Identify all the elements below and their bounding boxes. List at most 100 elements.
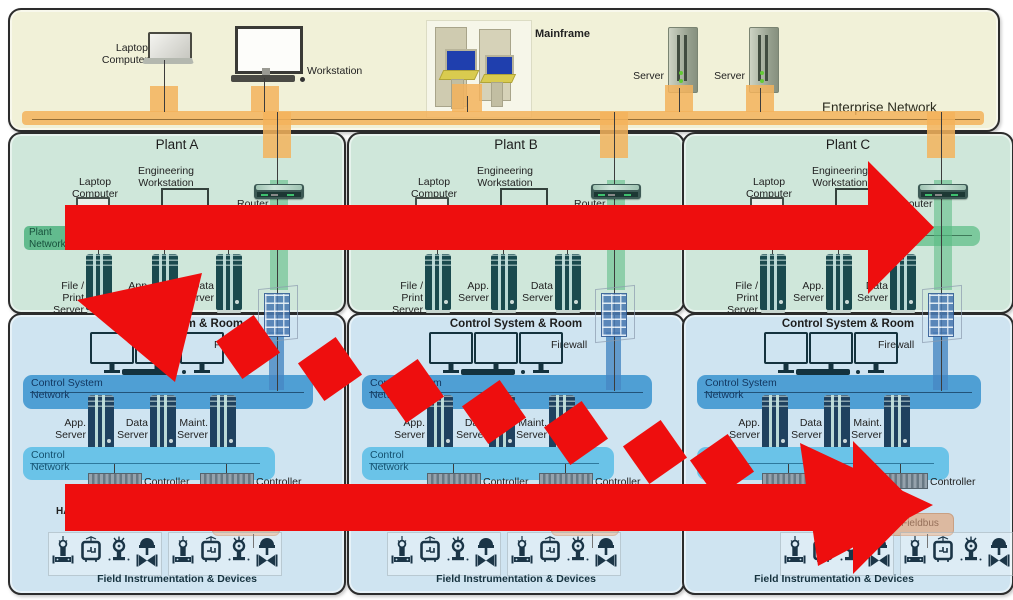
control-valve-icon — [255, 536, 279, 572]
plant-network-vertical-link — [934, 180, 952, 290]
keyboard-icon — [461, 369, 515, 375]
data-server-icon — [555, 254, 581, 310]
control-panel: Control System & Room Firewall Control S… — [682, 313, 1013, 595]
connector — [772, 246, 773, 254]
router-icon — [254, 184, 304, 199]
connector — [679, 88, 680, 112]
pressure-transmitter-icon — [510, 536, 534, 572]
connector — [838, 246, 839, 254]
field-device-group — [387, 532, 501, 576]
app-server-icon — [88, 395, 114, 449]
connector — [503, 246, 504, 254]
plant-title: Plant A — [155, 137, 199, 152]
hart-label: HART — [730, 506, 758, 517]
firewall-cs-link — [933, 332, 948, 390]
connector — [565, 464, 566, 473]
field-instrumentation-label: Field Instrumentation & Devices — [436, 573, 596, 585]
app-server-label: App.Server — [119, 280, 150, 305]
bus-stub — [251, 86, 279, 112]
monitor-icon — [809, 332, 853, 373]
flow-meter-icon — [79, 536, 103, 572]
pressure-transmitter-icon — [51, 536, 75, 572]
mouse-icon — [182, 370, 186, 374]
gauge-icon — [446, 536, 470, 572]
connector — [437, 246, 438, 254]
monitor-icon — [764, 332, 808, 373]
mainframe-icon — [426, 20, 532, 118]
monitor-icon — [519, 332, 563, 373]
controller-icon — [874, 473, 928, 489]
flow-meter-icon — [418, 536, 442, 572]
connector — [164, 246, 165, 254]
gauge-icon — [959, 536, 983, 572]
app-server-icon — [762, 395, 788, 449]
maint-server-icon — [210, 395, 236, 449]
router-icon — [591, 184, 641, 199]
pressure-transmitter-icon — [390, 536, 414, 572]
plant-a-downlink — [277, 112, 278, 391]
control-valve-icon — [135, 536, 159, 572]
maint-server-icon — [549, 395, 575, 449]
controller-label: Controller — [595, 476, 641, 488]
connector — [567, 246, 568, 254]
control-valve-icon — [867, 536, 891, 572]
control-valve-icon — [594, 536, 618, 572]
monitor-icon — [90, 332, 134, 373]
firewall-icon — [595, 284, 635, 344]
controller-icon — [200, 473, 254, 489]
server1-label: Server — [633, 70, 664, 82]
data-server-icon — [216, 254, 242, 310]
firewall-label: Firewall — [551, 339, 588, 351]
connector — [264, 78, 265, 112]
maint-server-label: Maint.Server — [516, 417, 547, 442]
controller-label: Controller — [144, 476, 190, 488]
server2-icon — [749, 27, 779, 93]
enterprise-network-line — [32, 119, 980, 120]
mainframe-label: Mainframe — [535, 28, 591, 40]
flow-meter-icon — [199, 536, 223, 572]
plant-c-downlink — [941, 112, 942, 391]
controller-label: Controller — [930, 476, 976, 488]
cs-network-line — [369, 392, 643, 393]
monitor-icon — [180, 332, 224, 373]
flow-meter-icon — [811, 536, 835, 572]
connector — [226, 464, 227, 473]
server2-label: Server — [714, 70, 745, 82]
gauge-icon — [107, 536, 131, 572]
mouse-icon — [521, 370, 525, 374]
hart-label: HART — [56, 506, 84, 517]
controller-icon — [762, 473, 816, 489]
cs-network-line — [30, 392, 304, 393]
mouse-icon — [856, 370, 860, 374]
controller-icon — [539, 473, 593, 489]
flow-meter-icon — [931, 536, 955, 572]
cs-network-line — [704, 392, 972, 393]
app-server-label: App.Server — [55, 417, 86, 442]
field-device-group — [780, 532, 894, 576]
hart-label: HART — [395, 506, 423, 517]
firewall-icon — [258, 284, 298, 344]
controller-label: Controller — [256, 476, 302, 488]
connector — [453, 464, 454, 473]
maint-server-icon — [884, 395, 910, 449]
control-valve-icon — [474, 536, 498, 572]
keyboard-icon — [796, 369, 850, 375]
app-server-label: App.Server — [458, 280, 489, 305]
controller-icon — [427, 473, 481, 489]
enterprise-network-bus — [22, 111, 984, 125]
